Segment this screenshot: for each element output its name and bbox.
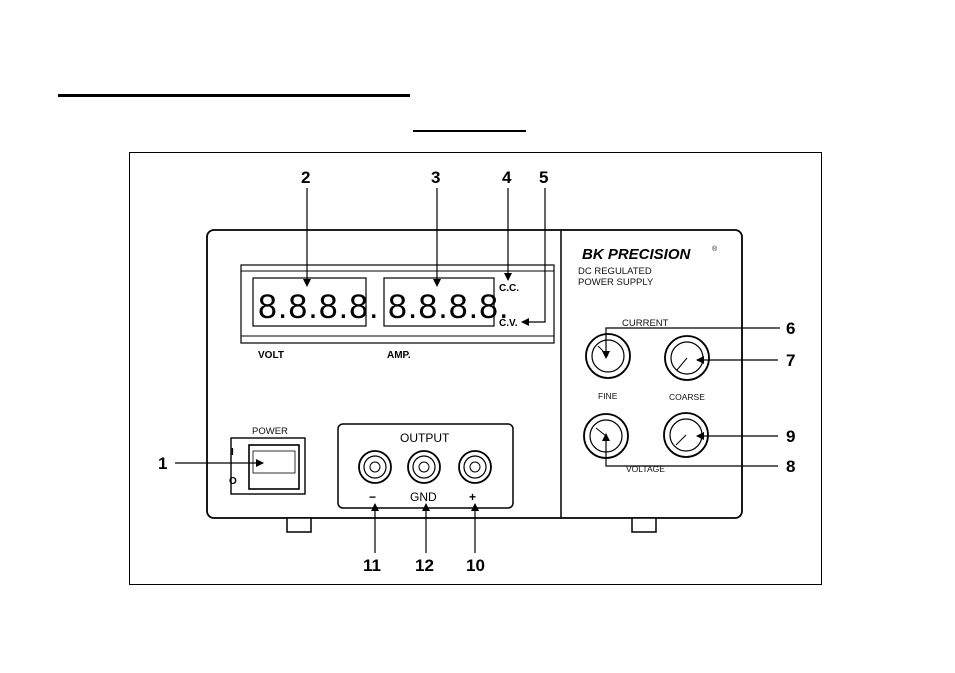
cc-indicator-label: C.C. <box>499 283 519 294</box>
current-label: CURRENT <box>622 318 669 329</box>
amp-label: AMP. <box>387 350 411 361</box>
callout-10: 10 <box>466 556 485 575</box>
brand-logo: BK PRECISION <box>582 246 692 263</box>
amp-display-digits: 8.8.8.8. <box>388 288 509 326</box>
callout-1: 1 <box>158 454 167 473</box>
coarse-label: COARSE <box>669 392 705 402</box>
callout-2: 2 <box>301 168 310 187</box>
foot-right <box>632 518 656 532</box>
brand-registered-mark: ® <box>712 245 718 253</box>
gnd-label: GND <box>410 490 437 504</box>
current-coarse-knob <box>665 336 709 380</box>
terminal-ground <box>408 451 440 483</box>
cv-indicator-label: C.V. <box>499 318 518 329</box>
callout-7: 7 <box>786 351 795 370</box>
callout-8: 8 <box>786 457 795 476</box>
callout-12: 12 <box>415 556 434 575</box>
callout-5: 5 <box>539 168 548 187</box>
model-line-1: DC REGULATED <box>578 266 652 277</box>
volt-label: VOLT <box>258 350 284 361</box>
power-on-label: I <box>231 447 234 458</box>
output-label: OUTPUT <box>400 431 450 445</box>
callout-6: 6 <box>786 319 795 338</box>
volt-display-digits: 8.8.8.8. <box>258 288 379 326</box>
voltage-coarse-knob <box>664 413 708 457</box>
plus-label: + <box>469 490 476 504</box>
current-fine-knob <box>586 334 630 378</box>
terminal-negative <box>359 451 391 483</box>
minus-label: − <box>369 490 376 504</box>
callout-11: 11 <box>363 556 381 575</box>
power-switch-rocker <box>253 451 295 473</box>
power-off-label: O <box>229 476 237 487</box>
foot-left <box>287 518 311 532</box>
model-line-2: POWER SUPPLY <box>578 277 654 288</box>
fine-label: FINE <box>598 391 618 401</box>
callout-4: 4 <box>502 168 512 187</box>
power-label: POWER <box>252 426 288 437</box>
callout-3: 3 <box>431 168 440 187</box>
terminal-positive <box>459 451 491 483</box>
callout-9: 9 <box>786 427 795 446</box>
